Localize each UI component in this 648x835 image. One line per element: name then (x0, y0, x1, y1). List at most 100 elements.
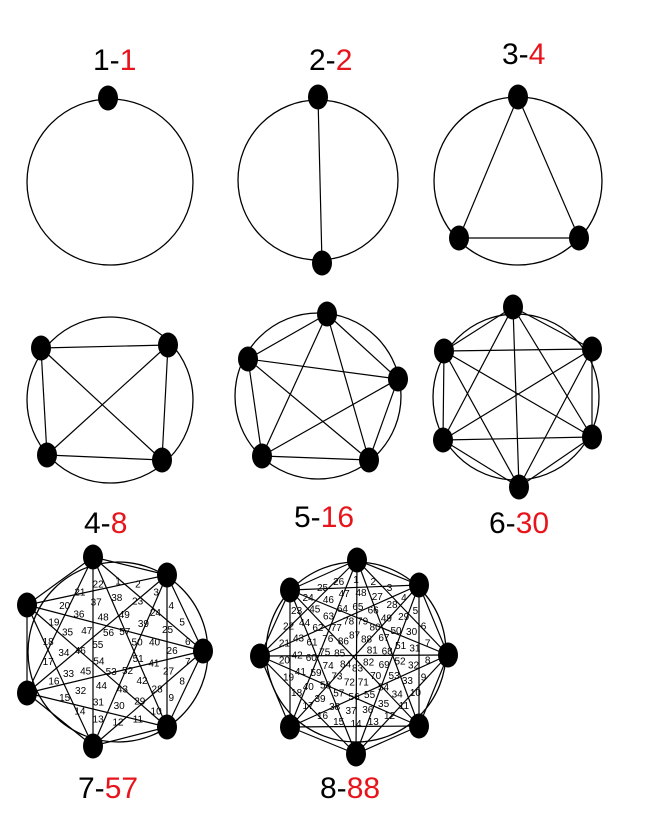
region-number: 53 (106, 667, 118, 678)
region-number: 86 (338, 637, 350, 648)
region-number: 10 (410, 688, 422, 699)
chord-line (26, 574, 168, 606)
label-3: 3-4 (502, 38, 545, 71)
chord-line (356, 559, 449, 656)
region-number: 72 (344, 678, 356, 689)
chord-line (289, 584, 420, 591)
chord-line (26, 604, 168, 728)
region-number: 44 (96, 681, 108, 692)
point-dot (438, 642, 458, 668)
region-number: 5 (179, 618, 185, 629)
label-4-prefix: 4- (84, 507, 111, 540)
region-number: 67 (378, 633, 390, 644)
point-dot (508, 84, 528, 110)
point-dot (238, 346, 258, 372)
region-number: 23 (291, 606, 303, 617)
region-number: 29 (134, 697, 146, 708)
chord-line (259, 654, 449, 657)
chord-line (259, 655, 357, 755)
chord-line (247, 358, 370, 461)
point-dot (83, 733, 103, 759)
region-number: 25 (162, 625, 174, 636)
chord-line (40, 344, 169, 349)
label-2-value: 2 (336, 44, 353, 77)
region-number: 1 (353, 575, 359, 586)
label-7-value: 57 (105, 772, 138, 805)
chord-line (518, 348, 593, 488)
region-number: 75 (319, 647, 331, 658)
chord-line (92, 574, 168, 747)
region-number: 58 (320, 680, 332, 691)
region-number: 4 (169, 601, 175, 612)
region-number: 23 (132, 597, 144, 608)
region-number: 40 (303, 682, 315, 693)
region-number: 51 (133, 654, 145, 665)
chord-line (46, 454, 163, 461)
region-number: 17 (43, 657, 55, 668)
region-number: 84 (340, 660, 352, 671)
region-number: 3 (387, 583, 393, 594)
chord-line (261, 378, 399, 457)
point-dot (434, 338, 454, 364)
region-number: 20 (279, 656, 291, 667)
point-dot (17, 680, 37, 706)
region-number: 69 (379, 660, 391, 671)
label-6: 6-30 (489, 507, 549, 540)
region-number: 50 (132, 638, 144, 649)
point-dot (193, 638, 213, 664)
region-number: 46 (75, 646, 87, 657)
region-number: 52 (394, 657, 406, 668)
region-number: 15 (333, 717, 345, 728)
region-number: 5 (413, 606, 419, 617)
region-number: 14 (74, 706, 86, 717)
region-number: 22 (283, 621, 295, 632)
chord-line (259, 589, 291, 657)
region-number: 56 (349, 692, 361, 703)
region-number: 12 (384, 711, 396, 722)
region-number: 66 (368, 605, 380, 616)
point-dot (308, 84, 328, 110)
chord-line (247, 358, 263, 457)
chord-line (26, 650, 204, 694)
point-dot (503, 294, 523, 320)
point-dot (388, 366, 408, 392)
point-dot (347, 547, 367, 573)
region-number: 20 (59, 601, 71, 612)
region-number: 77 (331, 623, 343, 634)
point-dot (359, 447, 379, 473)
point-dot (582, 424, 602, 450)
region-number: 60 (306, 653, 318, 664)
chord-line (92, 726, 168, 747)
region-number: 26 (167, 646, 179, 657)
label-1: 1-1 (93, 44, 136, 77)
region-number: 52 (122, 666, 134, 677)
region-number: 2 (135, 579, 141, 590)
region-number: 3 (153, 588, 159, 599)
chord-line (26, 604, 94, 747)
region-number: 27 (372, 592, 384, 603)
chord-line (92, 556, 168, 576)
region-number: 34 (392, 689, 404, 700)
chord-line (259, 655, 420, 727)
region-number: 53 (389, 671, 401, 682)
region-number: 61 (306, 637, 318, 648)
region-number: 57 (333, 689, 345, 700)
point-dot (346, 741, 366, 767)
region-number: 39 (314, 694, 326, 705)
region-number: 16 (317, 711, 329, 722)
region-number: 57 (119, 627, 131, 638)
point-dot (433, 427, 453, 453)
point-dot (409, 572, 429, 598)
region-number: 11 (133, 715, 144, 726)
region-number: 8 (425, 656, 431, 667)
point-dot (312, 250, 332, 276)
region-number: 41 (295, 667, 307, 678)
chord-line (356, 559, 420, 586)
point-dot (280, 714, 300, 740)
region-number: 73 (331, 672, 343, 683)
diagram-3-points (433, 84, 603, 266)
label-6-prefix: 6- (489, 507, 516, 540)
point-dot (409, 713, 429, 739)
region-number: 19 (283, 673, 295, 684)
